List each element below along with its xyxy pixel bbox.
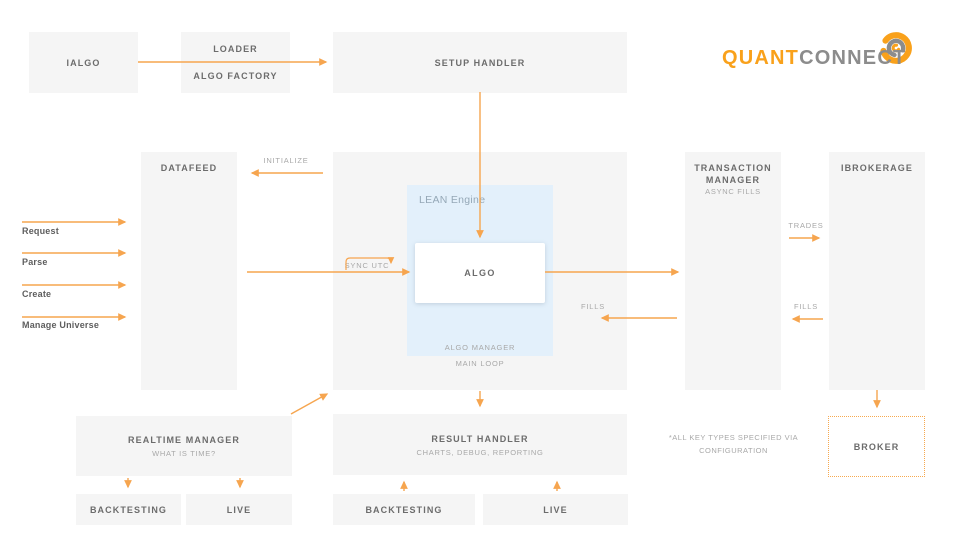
realtime-manager-title: REALTIME MANAGER [128,435,240,445]
result-handler-title: RESULT HANDLER [431,433,529,444]
trades-label: TRADES [788,221,824,230]
transaction-manager-title-line2: MANAGER [705,175,761,185]
logo-quant-text: QUANT [722,47,800,69]
ibrokerage-title: IBROKERAGE [840,163,913,173]
transaction-manager-title-line1: TRANSACTION [694,163,772,173]
action-request-label: Request [22,226,59,236]
box-backtesting-center: BACKTESTING [333,494,475,525]
backtesting-center-title: BACKTESTING [365,504,443,515]
setup-handler-title: SETUP HANDLER [434,57,526,68]
box-live-left: LIVE [186,494,292,525]
quantconnect-swirl-icon [880,32,912,64]
live-center-title: LIVE [543,504,568,515]
main-loop-label: MAIN LOOP [455,359,505,368]
loader-title: LOADER [213,44,258,54]
algo-factory-title: ALGO FACTORY [193,71,278,81]
fills-algo-label: FILLS [580,302,605,311]
footnote-line2: CONFIGURATION [699,446,768,455]
action-create-label: Create [22,289,52,299]
box-realtime-manager: REALTIME MANAGER WHAT IS TIME? [76,416,292,476]
box-ibrokerage: IBROKERAGE [829,152,925,390]
transaction-manager-subtitle: ASYNC FILLS [705,187,761,196]
algo-manager-label: ALGO MANAGER [444,343,516,352]
live-left-title: LIVE [226,504,252,515]
footnote-line1: *ALL KEY TYPES SPECIFIED VIA [668,433,799,442]
backtesting-left-title: BACKTESTING [89,504,168,515]
box-result-handler: RESULT HANDLER CHARTS, DEBUG, REPORTING [333,414,627,475]
algo-title: ALGO [464,268,496,278]
realtime-manager-subtitle: WHAT IS TIME? [152,449,216,458]
result-handler-subtitle: CHARTS, DEBUG, REPORTING [416,447,544,457]
box-loader: LOADER ALGO FACTORY [181,32,290,93]
box-setup-handler: SETUP HANDLER [333,32,627,93]
logo-connect-text: CONNECT [799,47,907,69]
ialgo-title: IALGO [66,57,101,68]
box-ialgo: IALGO [29,32,138,93]
box-broker: BROKER [828,416,925,477]
broker-title: BROKER [853,441,900,452]
action-parse-label: Parse [22,257,48,267]
quantconnect-logo: QUANTCONNECT [722,47,906,70]
initialize-label: INITIALIZE [263,156,309,165]
sync-utc-label: SYNC UTC [344,261,390,270]
box-transaction-manager: TRANSACTION MANAGER ASYNC FILLS [685,152,781,390]
box-backtesting-left: BACKTESTING [76,494,181,525]
fills-broker-label: FILLS [793,302,818,311]
datafeed-title: DATAFEED [160,163,218,173]
configuration-footnote: *ALL KEY TYPES SPECIFIED VIA CONFIGURATI… [640,431,827,457]
lean-engine-label: LEAN Engine [419,194,486,206]
box-live-center: LIVE [483,494,628,525]
arrow-realtime-manager-to-main [290,393,329,415]
box-datafeed: DATAFEED [141,152,237,390]
box-algo: ALGO [415,243,545,303]
action-manage-universe-label: Manage Universe [22,320,100,330]
